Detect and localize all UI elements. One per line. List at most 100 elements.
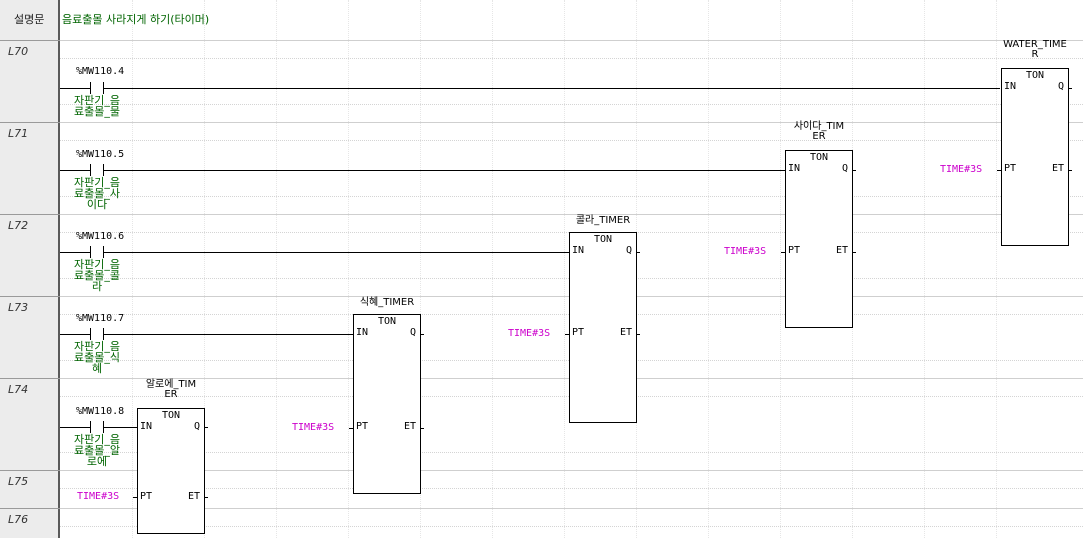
gutter-divider bbox=[0, 470, 60, 471]
pin-et: ET bbox=[403, 421, 416, 432]
grid-line bbox=[420, 0, 421, 538]
pin-in: IN bbox=[140, 421, 153, 432]
pin-stub bbox=[420, 428, 424, 429]
wire bbox=[60, 427, 90, 428]
contact-address: %MW110.7 bbox=[76, 313, 125, 324]
pin-stub bbox=[349, 428, 353, 429]
contact-address: %MW110.4 bbox=[76, 66, 125, 77]
pin-stub bbox=[420, 334, 424, 335]
pin-pt: PT bbox=[788, 245, 801, 256]
contact-no[interactable] bbox=[90, 246, 91, 258]
grid-line bbox=[60, 104, 1083, 105]
timer-block-aloe[interactable]: TON IN Q PT ET bbox=[137, 408, 205, 534]
timer-type: TON bbox=[377, 316, 397, 327]
pt-value-cola[interactable]: TIME#3S bbox=[508, 328, 551, 339]
pin-stub bbox=[781, 252, 785, 253]
grid-line bbox=[60, 470, 1083, 471]
contact-address: %MW110.8 bbox=[76, 406, 125, 417]
gutter-divider bbox=[0, 508, 60, 509]
grid-line bbox=[204, 0, 205, 538]
grid-line bbox=[276, 0, 277, 538]
gutter-divider bbox=[0, 214, 60, 215]
timer-block-cider[interactable]: TON IN Q PT ET bbox=[785, 150, 853, 328]
pin-pt: PT bbox=[140, 491, 153, 502]
wire bbox=[103, 88, 1000, 89]
pin-stub bbox=[565, 334, 569, 335]
timer-name-sikhye: 식혜_TIMER bbox=[359, 297, 415, 308]
pt-value-cider[interactable]: TIME#3S bbox=[724, 246, 767, 257]
wire bbox=[103, 252, 569, 253]
pin-et: ET bbox=[187, 491, 200, 502]
pt-value-water[interactable]: TIME#3S bbox=[940, 164, 983, 175]
contact-comment: 자판기_음 료출몰_식 혜 bbox=[74, 340, 120, 375]
timer-type: TON bbox=[1025, 70, 1045, 81]
row-label-l75: L75 bbox=[8, 475, 29, 488]
timer-block-water[interactable]: TON IN Q PT ET bbox=[1001, 68, 1069, 246]
pin-et: ET bbox=[1051, 163, 1064, 174]
contact-comment: 자판기_음 료출몰_콜 라 bbox=[74, 258, 120, 293]
grid-line bbox=[60, 488, 1083, 489]
pin-in: IN bbox=[1004, 81, 1017, 92]
wire bbox=[103, 427, 137, 428]
rung-comment[interactable]: 음료출몰 사라지게 하기(타이머) bbox=[62, 13, 210, 26]
timer-block-sikhye[interactable]: TON IN Q PT ET bbox=[353, 314, 421, 494]
ladder-canvas[interactable]: 음료출몰 사라지게 하기(타이머) %MW110.4 자판기_음 료출몰_물 W… bbox=[60, 0, 1083, 538]
contact-address: %MW110.6 bbox=[76, 231, 125, 242]
gutter-divider bbox=[0, 296, 60, 297]
wire bbox=[103, 170, 785, 171]
pin-stub bbox=[852, 252, 856, 253]
grid-line bbox=[708, 0, 709, 538]
grid-line bbox=[60, 508, 1083, 509]
timer-block-cola[interactable]: TON IN Q PT ET bbox=[569, 232, 637, 423]
pt-value-sikhye[interactable]: TIME#3S bbox=[292, 422, 335, 433]
grid-line bbox=[492, 0, 493, 538]
grid-line bbox=[780, 0, 781, 538]
contact-comment: 자판기_음 료출몰_알 로에 bbox=[74, 433, 120, 468]
contact-no[interactable] bbox=[90, 82, 91, 94]
wire bbox=[103, 334, 353, 335]
pin-et: ET bbox=[835, 245, 848, 256]
pin-pt: PT bbox=[1004, 163, 1017, 174]
pin-stub bbox=[997, 170, 1001, 171]
pin-q: Q bbox=[1057, 81, 1064, 92]
timer-type: TON bbox=[161, 410, 181, 421]
pin-stub bbox=[636, 252, 640, 253]
contact-comment: 자판기_음 료출몰_사 이다 bbox=[74, 176, 120, 211]
header-label: 설명문 bbox=[14, 13, 45, 26]
contact-address: %MW110.5 bbox=[76, 149, 125, 160]
grid-line bbox=[996, 0, 997, 538]
pin-q: Q bbox=[409, 327, 416, 338]
grid-line bbox=[60, 214, 1083, 215]
pin-in: IN bbox=[356, 327, 369, 338]
wire bbox=[60, 334, 90, 335]
grid-line bbox=[60, 122, 1083, 123]
grid-line bbox=[924, 0, 925, 538]
grid-line bbox=[60, 452, 1083, 453]
grid-line bbox=[60, 526, 1083, 527]
pin-stub bbox=[1068, 88, 1072, 89]
pt-value-aloe[interactable]: TIME#3S bbox=[77, 491, 120, 502]
timer-name-cola: 콜라_TIMER bbox=[575, 215, 631, 226]
row-gutter: 설명문 L70 L71 L72 L73 L74 L75 L76 bbox=[0, 0, 60, 538]
wire bbox=[60, 170, 90, 171]
gutter-divider bbox=[0, 122, 60, 123]
contact-no[interactable] bbox=[90, 421, 91, 433]
pin-et: ET bbox=[619, 327, 632, 338]
row-label-l74: L74 bbox=[8, 383, 29, 396]
grid-line bbox=[60, 40, 1083, 41]
grid-line bbox=[564, 0, 565, 538]
pin-stub bbox=[1068, 170, 1072, 171]
row-label-l70: L70 bbox=[8, 45, 29, 58]
timer-type: TON bbox=[809, 152, 829, 163]
pin-in: IN bbox=[572, 245, 585, 256]
grid-line bbox=[132, 0, 133, 538]
row-label-l71: L71 bbox=[8, 127, 29, 140]
row-label-l72: L72 bbox=[8, 219, 29, 232]
grid-line bbox=[348, 0, 349, 538]
contact-no[interactable] bbox=[90, 328, 91, 340]
contact-comment: 자판기_음 료출몰_물 bbox=[74, 94, 120, 118]
contact-no[interactable] bbox=[90, 164, 91, 176]
pin-stub bbox=[636, 334, 640, 335]
pin-pt: PT bbox=[572, 327, 585, 338]
pin-q: Q bbox=[841, 163, 848, 174]
